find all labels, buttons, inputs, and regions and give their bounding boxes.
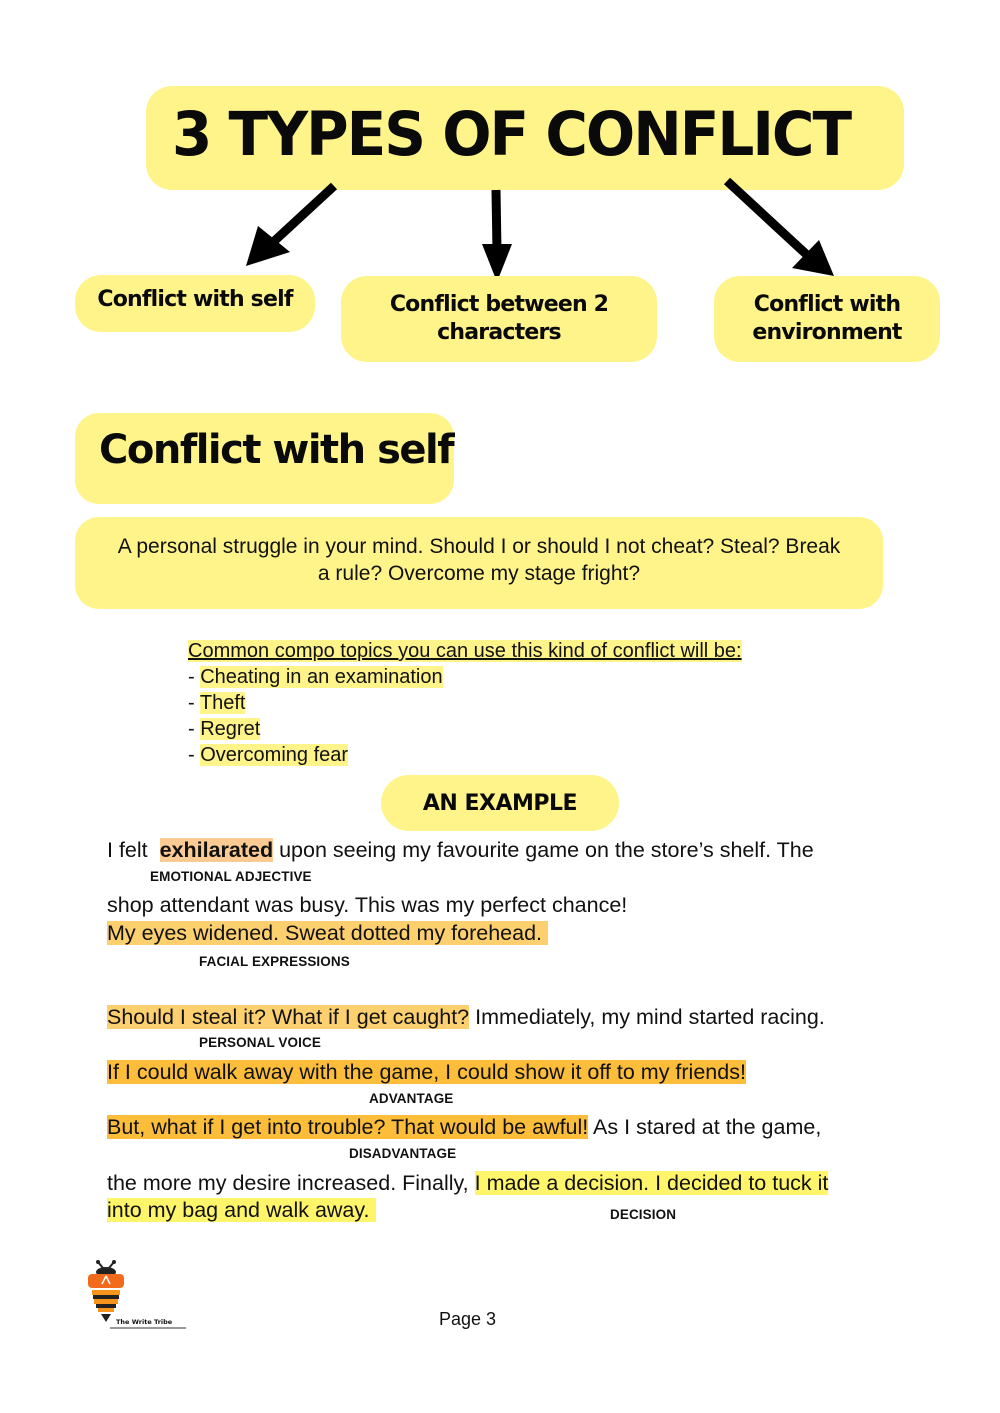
example-line-4: Should I steal it? What if I get caught?…	[107, 1005, 825, 1029]
section-heading-box: Conflict with self	[75, 413, 455, 504]
svg-text:The Write Tribe: The Write Tribe	[116, 1318, 173, 1326]
definition-box: A personal struggle in your mind. Should…	[75, 517, 883, 609]
arrow-left-icon	[246, 182, 338, 266]
bee-logo-icon: The Write Tribe	[88, 1260, 186, 1329]
tag-decision: DECISION	[610, 1207, 677, 1222]
personal-voice-highlight: Should I steal it? What if I get caught?	[107, 1005, 470, 1029]
page-number: Page 3	[439, 1309, 497, 1329]
type-label: Conflict with self	[97, 286, 293, 312]
topic-item: - Cheating in an examination	[188, 666, 443, 688]
advantage-highlight: If I could walk away with the game, I co…	[107, 1060, 746, 1084]
topics-list: Common compo topics you can use this kin…	[188, 638, 742, 768]
arrow-right-icon	[723, 177, 834, 276]
tag-disadvantage: DISADVANTAGE	[349, 1146, 457, 1161]
type-label: Conflict with environment	[752, 292, 902, 345]
example-label: An Example	[422, 790, 578, 816]
page-title: 3 Types of Conflict	[172, 98, 852, 170]
type-conflict-with-environment: Conflict with environment	[714, 276, 940, 362]
type-conflict-between-characters: Conflict between 2 characters	[341, 276, 657, 362]
facial-expressions-highlight: My eyes widened. Sweat dotted my forehea…	[107, 921, 548, 945]
example-line-5: If I could walk away with the game, I co…	[107, 1059, 746, 1086]
tag-facial-expressions: FACIAL EXPRESSIONS	[199, 954, 350, 969]
example-line-3: My eyes widened. Sweat dotted my forehea…	[107, 920, 548, 947]
disadvantage-highlight: But, what if I get into trouble? That wo…	[107, 1115, 589, 1139]
emotional-adjective-highlight: exhilarated	[159, 838, 274, 862]
topic-item: - Regret	[188, 718, 261, 740]
arrow-center-icon	[482, 189, 512, 282]
type-label: Conflict between 2 characters	[389, 292, 609, 345]
type-conflict-with-self: Conflict with self	[75, 275, 315, 332]
title-banner: 3 Types of Conflict	[146, 86, 904, 190]
topic-item: - Overcoming fear	[188, 744, 349, 766]
definition-text: A personal struggle in your mind. Should…	[117, 535, 841, 585]
example-line-2: shop attendant was busy. This was my per…	[107, 893, 628, 917]
example-line-6: But, what if I get into trouble? That wo…	[107, 1115, 822, 1139]
example-line-7: the more my desire increased. Finally, I…	[107, 1171, 829, 1195]
example-label-box: An Example	[381, 775, 619, 831]
example-line-1: I felt exhilarated upon seeing my favour…	[107, 838, 814, 862]
topics-heading: Common compo topics you can use this kin…	[188, 640, 742, 662]
tag-advantage: ADVANTAGE	[369, 1091, 454, 1106]
tag-emotional-adjective: EMOTIONAL ADJECTIVE	[150, 869, 312, 884]
topic-item: - Theft	[188, 692, 246, 714]
example-line-8: into my bag and walk away.	[107, 1197, 376, 1224]
decision-highlight: into my bag and walk away.	[107, 1198, 376, 1222]
section-title: Conflict with self	[99, 427, 455, 473]
tag-personal-voice: PERSONAL VOICE	[199, 1035, 321, 1050]
decision-highlight: I made a decision. I decided to tuck it	[474, 1171, 829, 1195]
